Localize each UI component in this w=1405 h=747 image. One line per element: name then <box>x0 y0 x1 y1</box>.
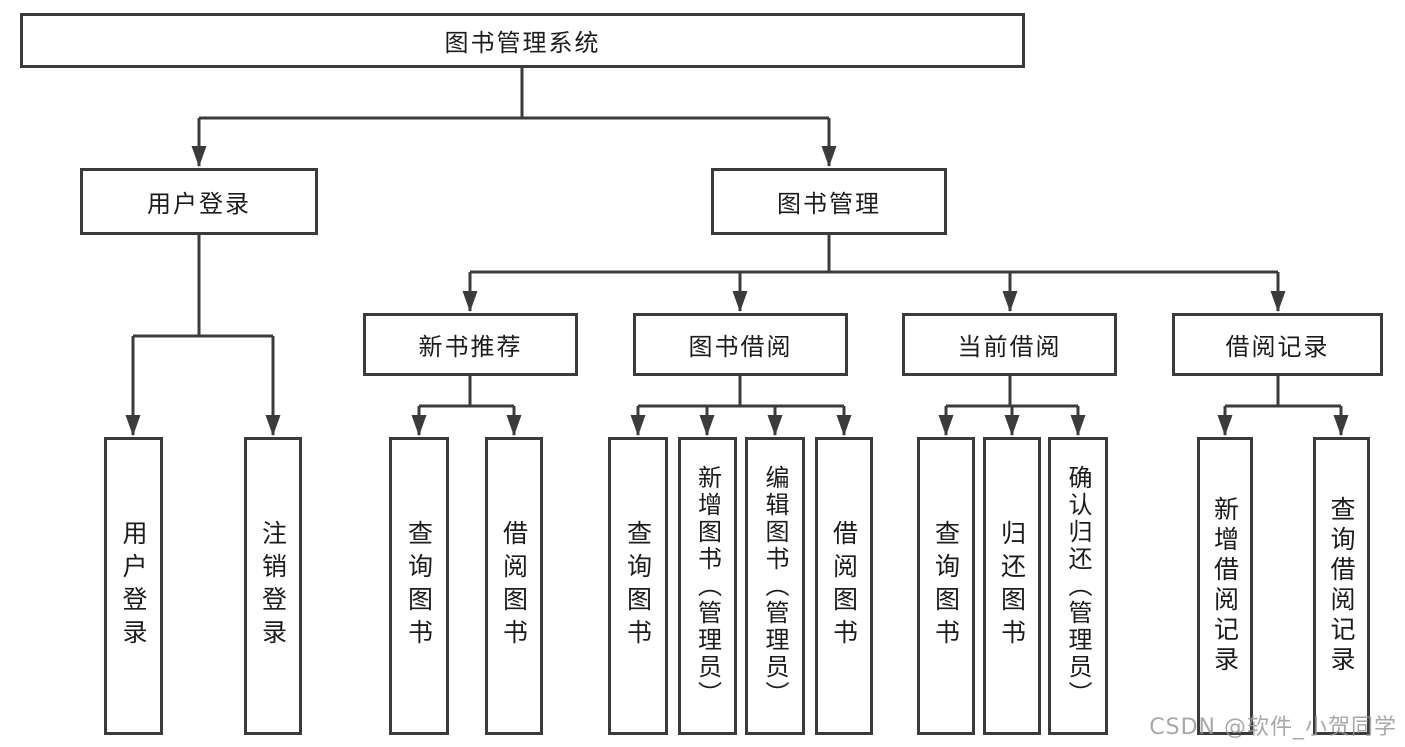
leaf-label: 借阅图书 <box>499 520 529 652</box>
leaf-label: 借阅图书 <box>829 520 859 652</box>
leaf-query-books-borrowing: 查询图书 <box>608 437 668 735</box>
leaf-label: 确认归还（管理员） <box>1064 464 1092 708</box>
leaf-query-books-current: 查询图书 <box>917 437 975 735</box>
leaf-user-login: 用户登录 <box>104 437 163 735</box>
leaf-label: 编辑图书（管理员） <box>761 464 789 708</box>
leaf-label: 新增借阅记录 <box>1210 496 1240 676</box>
leaf-borrow-books: 借阅图书 <box>815 437 873 735</box>
leaf-label: 新增图书（管理员） <box>693 464 722 708</box>
leaf-label: 查询图书 <box>623 520 653 652</box>
leaf-confirm-return-admin: 确认归还（管理员） <box>1048 437 1108 735</box>
csdn-watermark: CSDN @软件_小贺同学 <box>1149 715 1397 740</box>
leaf-logout-login: 注销登录 <box>244 437 302 735</box>
leaf-return-book: 归还图书 <box>983 437 1041 735</box>
leaf-label: 查询图书 <box>404 520 434 652</box>
node-new-book-recommend: 新书推荐 <box>363 313 578 376</box>
leaf-add-book-admin: 新增图书（管理员） <box>678 437 737 735</box>
leaf-label: 查询借阅记录 <box>1327 496 1356 676</box>
node-root-library-system: 图书管理系统 <box>20 13 1025 68</box>
leaf-label: 用户登录 <box>119 520 148 652</box>
leaf-query-books-recommend: 查询图书 <box>389 437 449 735</box>
leaf-label: 注销登录 <box>258 520 288 652</box>
leaf-query-borrow-record: 查询借阅记录 <box>1313 437 1370 735</box>
node-book-management-branch: 图书管理 <box>711 168 947 235</box>
node-book-borrowing: 图书借阅 <box>633 313 848 376</box>
node-user-login-branch: 用户登录 <box>80 168 318 235</box>
leaf-label: 归还图书 <box>997 520 1027 652</box>
node-current-borrowing: 当前借阅 <box>902 313 1117 376</box>
leaf-add-borrow-record: 新增借阅记录 <box>1197 437 1253 735</box>
leaf-edit-book-admin: 编辑图书（管理员） <box>745 437 805 735</box>
node-borrowing-records: 借阅记录 <box>1172 313 1383 376</box>
leaf-borrow-books-recommend: 借阅图书 <box>485 437 543 735</box>
leaf-label: 查询图书 <box>931 520 961 652</box>
